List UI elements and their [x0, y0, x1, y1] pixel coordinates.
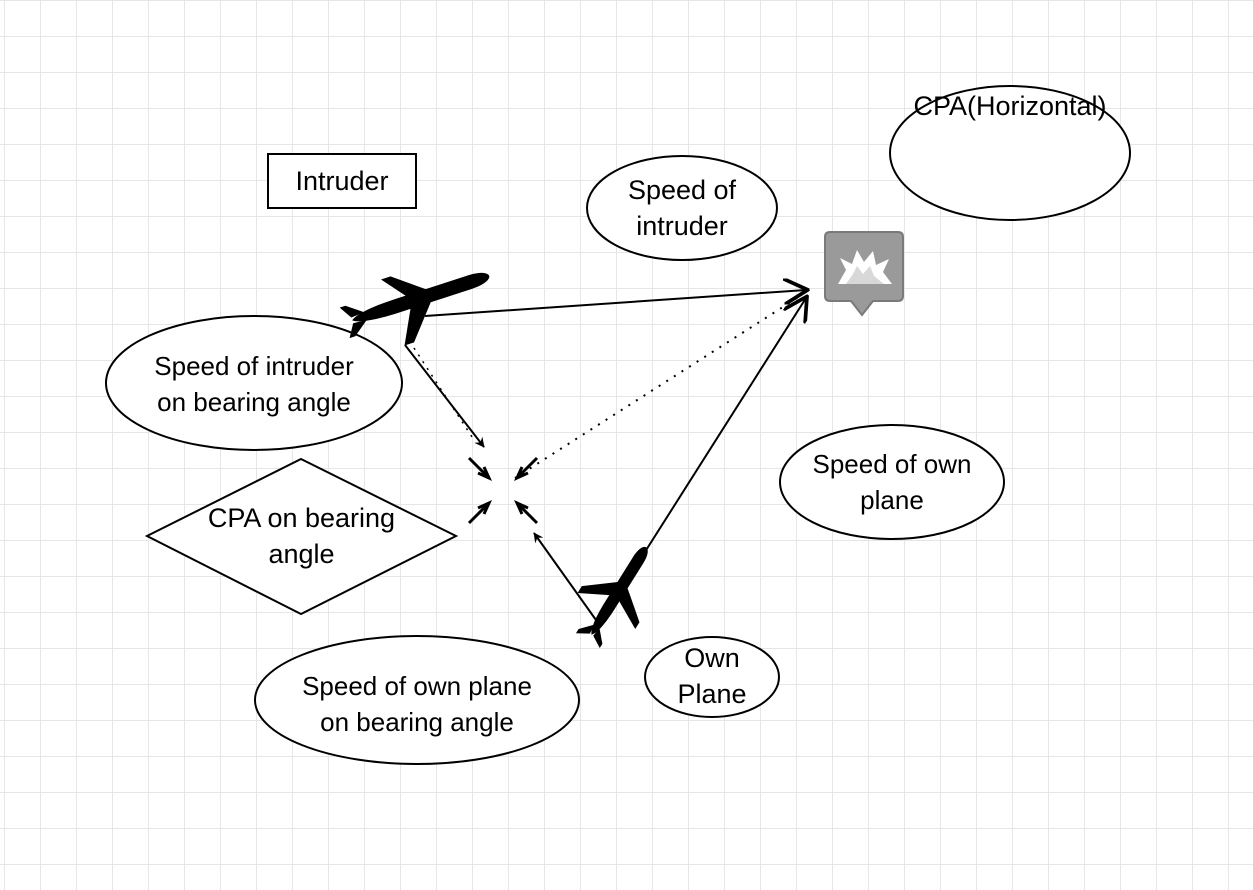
intruder-box[interactable] [267, 153, 417, 209]
own-plane-bearing-arrow[interactable] [533, 532, 597, 621]
intruder-airplane-icon[interactable] [335, 247, 501, 361]
speed-of-own-plane-ellipse[interactable] [779, 424, 1005, 540]
speed-of-own-plane-on-bearing-ellipse[interactable] [254, 635, 580, 765]
own-airplane-icon[interactable] [559, 529, 675, 658]
own-plane-ellipse[interactable] [644, 636, 780, 718]
speed-of-intruder-ellipse[interactable] [586, 155, 778, 261]
cpa-on-bearing-diamond[interactable] [144, 457, 459, 616]
cpa-horizontal-ellipse[interactable] [889, 85, 1131, 221]
speed-of-intruder-on-bearing-ellipse[interactable] [105, 315, 403, 451]
intruder-to-cpa-arrow[interactable] [424, 290, 806, 317]
bearing-point-marker[interactable] [467, 456, 539, 525]
cpa-to-bearing-dotted-line[interactable] [514, 297, 798, 479]
own-plane-to-cpa-arrow[interactable] [635, 298, 806, 567]
explosion-icon[interactable] [824, 231, 904, 317]
